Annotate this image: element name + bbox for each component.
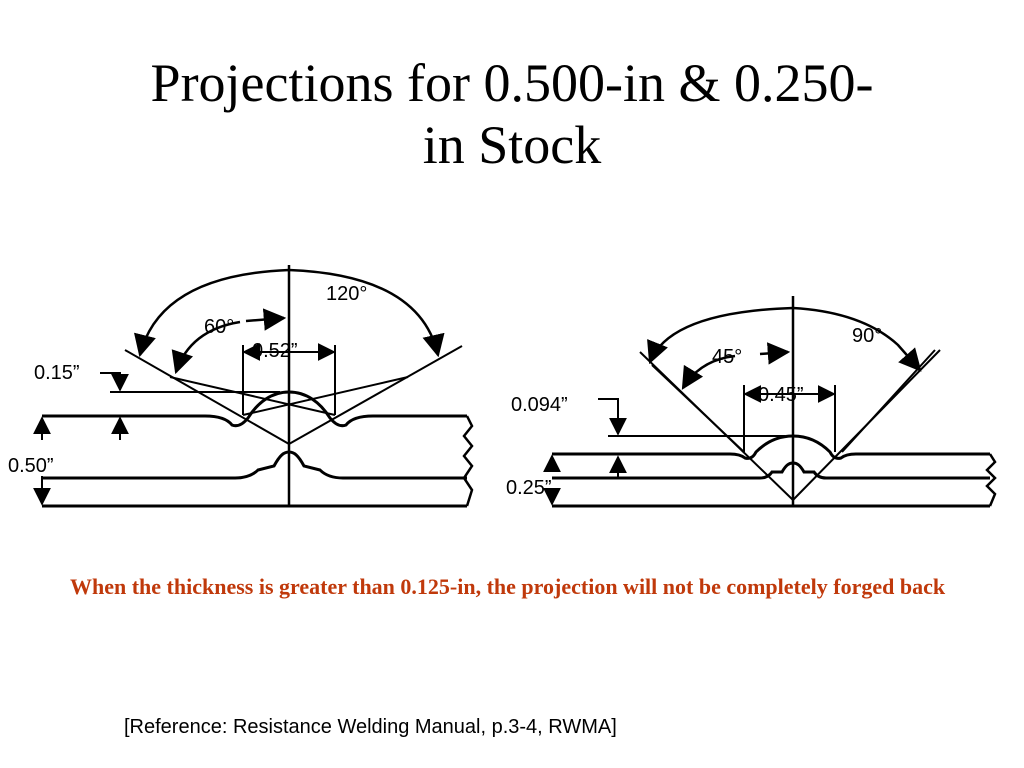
right-angle-90-label: 90° xyxy=(852,325,882,347)
right-top-sheet-outline xyxy=(552,434,990,460)
left-60-arc-tail xyxy=(245,308,287,331)
title-line-2: in Stock xyxy=(422,115,602,175)
right-90-arc xyxy=(647,306,922,372)
left-projection-diagram xyxy=(33,265,474,508)
left-120-guide-right xyxy=(288,345,463,445)
right-90-guide-right xyxy=(792,349,941,501)
left-break-line xyxy=(462,415,474,507)
right-width-label: 0.45” xyxy=(758,384,804,406)
left-120-guide-left xyxy=(124,349,290,445)
forging-note: When the thickness is greater than 0.125… xyxy=(70,574,946,599)
left-120-arc xyxy=(134,268,445,358)
left-angle-120-label: 120° xyxy=(326,283,367,305)
left-height-label: 0.15” xyxy=(34,362,80,384)
projection-diagram: 120° 60° 0.52” 0.15” 0.50” xyxy=(8,265,997,508)
left-60-guide-left xyxy=(169,376,336,416)
right-break-line xyxy=(985,453,997,507)
right-angle-45-label: 45° xyxy=(712,346,742,368)
right-thickness-label: 0.25” xyxy=(506,477,552,499)
reference-citation: [Reference: Resistance Welding Manual, p… xyxy=(124,716,617,738)
left-60-arc xyxy=(171,320,241,375)
left-thickness-label: 0.50” xyxy=(8,455,54,477)
right-45-arc-tail xyxy=(759,342,791,365)
title-line-1: Projections for 0.500-in & 0.250- xyxy=(150,53,874,113)
left-angle-60-label: 60° xyxy=(204,316,234,338)
right-90-guide-left xyxy=(639,351,794,501)
left-width-label: 0.52” xyxy=(252,340,298,362)
right-height-label: 0.094” xyxy=(511,394,568,416)
left-bottom-sheet-outline xyxy=(42,450,467,508)
left-60-guide-right xyxy=(242,376,409,416)
page-title: Projections for 0.500-in & 0.250- in Sto… xyxy=(0,52,1024,176)
right-45-arc xyxy=(681,354,736,390)
right-projection-diagram xyxy=(543,296,997,508)
